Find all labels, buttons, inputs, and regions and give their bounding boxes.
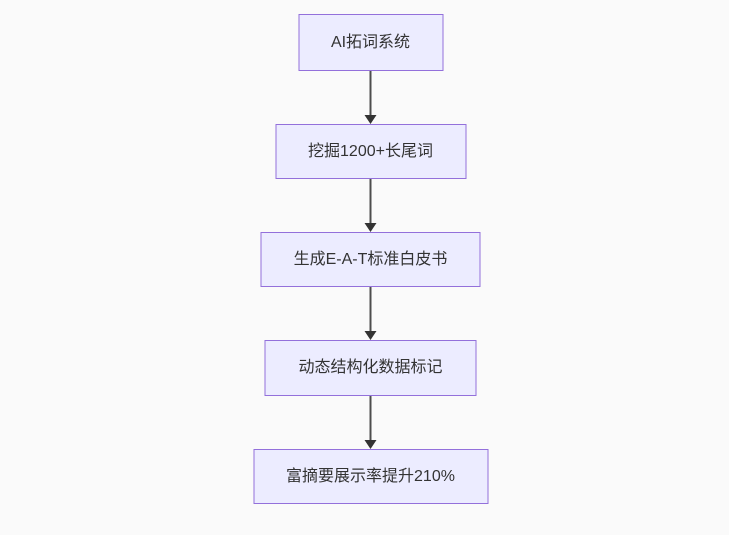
flow-node-longtail-keywords: 挖掘1200+长尾词 <box>275 124 466 179</box>
flow-edge-3 <box>364 287 377 340</box>
flow-node-rich-snippet-result: 富摘要展示率提升210% <box>253 449 488 504</box>
flow-node-eat-whitepaper: 生成E-A-T标准白皮书 <box>260 232 481 287</box>
arrow-line <box>369 396 372 440</box>
flow-edge-1 <box>364 71 377 124</box>
arrow-down-icon <box>364 440 377 449</box>
arrow-line <box>369 71 372 115</box>
flowchart: AI拓词系统 挖掘1200+长尾词 生成E-A-T标准白皮书 动态结构化数据标记… <box>253 14 488 504</box>
flow-edge-4 <box>364 396 377 449</box>
arrow-line <box>369 287 372 331</box>
arrow-down-icon <box>364 331 377 340</box>
flow-node-structured-data: 动态结构化数据标记 <box>264 340 477 396</box>
flow-edge-2 <box>364 179 377 232</box>
arrow-line <box>369 179 372 223</box>
flow-node-ai-word-system: AI拓词系统 <box>298 14 443 71</box>
arrow-down-icon <box>364 115 377 124</box>
arrow-down-icon <box>364 223 377 232</box>
